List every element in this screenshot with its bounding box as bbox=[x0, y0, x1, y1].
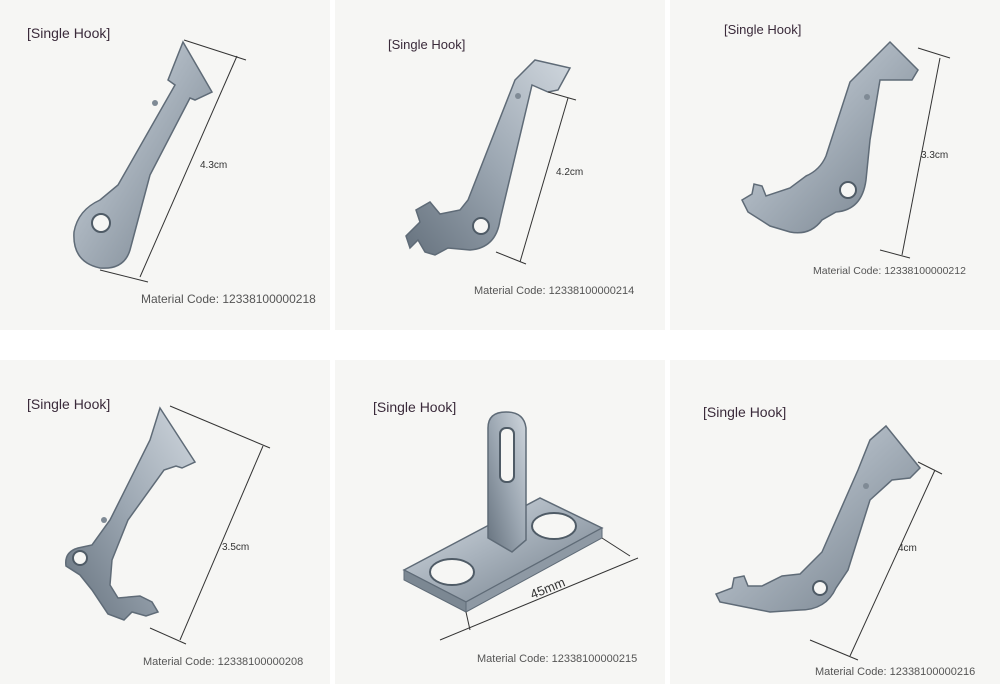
dimension-value-2: 4.2cm bbox=[556, 167, 584, 178]
single-hook-part-icon bbox=[73, 40, 214, 269]
material-code-5: Material Code: 12338100000215 bbox=[477, 653, 638, 665]
dimension-value-6: 4cm bbox=[898, 543, 917, 554]
dimension-line-3 bbox=[879, 47, 951, 259]
material-code-6: Material Code: 12338100000216 bbox=[815, 666, 976, 678]
dimension-line-5 bbox=[439, 537, 639, 641]
part-label-1: [Single Hook] bbox=[27, 25, 111, 41]
part-label-2: [Single Hook] bbox=[388, 37, 466, 52]
material-code-2: Material Code: 12338100000214 bbox=[474, 285, 635, 297]
single-hook-part-icon bbox=[741, 40, 919, 234]
dimension-value-1: 4.3cm bbox=[200, 160, 228, 171]
single-hook-part-icon bbox=[714, 424, 922, 613]
part-label-3: [Single Hook] bbox=[724, 22, 802, 37]
dimension-value-4: 3.5cm bbox=[222, 542, 250, 553]
material-code-4: Material Code: 12338100000208 bbox=[143, 656, 304, 668]
part-label-5: [Single Hook] bbox=[373, 399, 457, 415]
material-code-3: Material Code: 12338100000212 bbox=[813, 265, 966, 277]
product-panel-4 bbox=[0, 360, 330, 684]
dimension-line-4 bbox=[149, 405, 271, 645]
dimension-line-1 bbox=[99, 39, 247, 283]
product-panel-1 bbox=[0, 0, 330, 330]
keeper-plate-part-icon bbox=[402, 411, 604, 613]
part-label-6: [Single Hook] bbox=[703, 404, 787, 420]
single-hook-part-icon bbox=[405, 59, 572, 256]
dimension-value-3: 3.3cm bbox=[921, 150, 949, 161]
dimension-line-6 bbox=[809, 461, 943, 661]
part-label-4: [Single Hook] bbox=[27, 396, 111, 412]
dimension-line-2 bbox=[495, 91, 577, 265]
material-code-1: Material Code: 12338100000218 bbox=[141, 292, 316, 306]
single-hook-part-icon bbox=[65, 406, 197, 621]
